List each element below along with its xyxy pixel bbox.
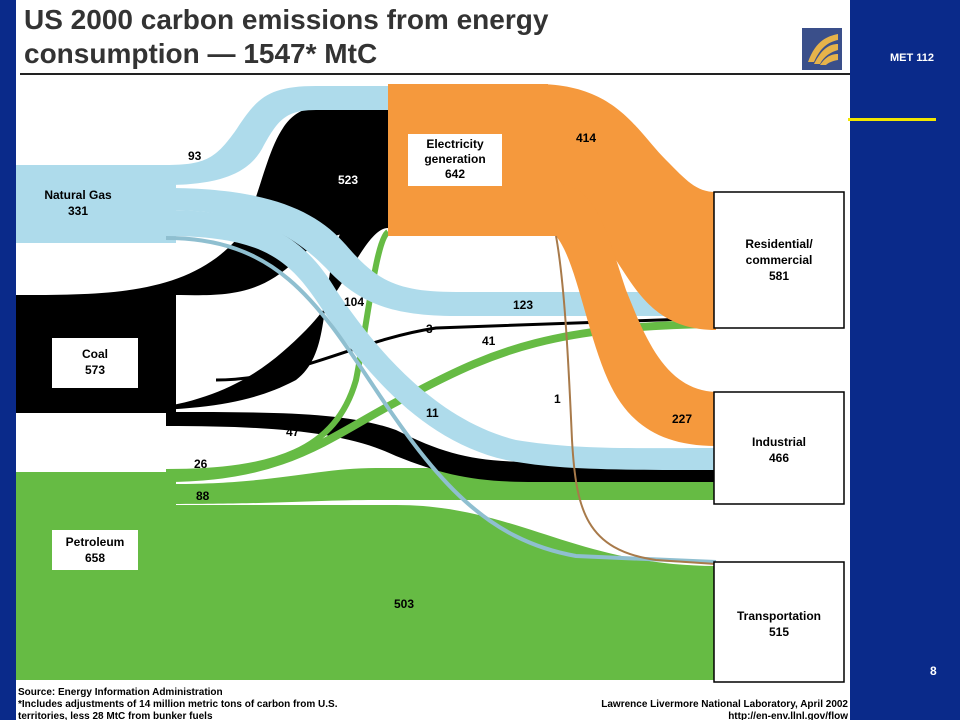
residential-label-line2: commercial — [746, 253, 813, 267]
industrial-label: Industrial — [752, 435, 806, 449]
transportation-label: Transportation — [737, 609, 821, 623]
petroleum-box — [52, 530, 138, 570]
course-label: MET 112 — [889, 52, 935, 64]
page-number: 8 — [930, 664, 937, 678]
electricity-generation-box — [408, 134, 502, 186]
flow-label-pet-res: 41 — [482, 334, 496, 348]
residential-label-line1: Residential/ — [745, 237, 813, 251]
electricity-label-line1: Electricity — [426, 137, 484, 151]
flow-label-gas-res: 123 — [513, 298, 533, 312]
flow-petroleum-transportation — [166, 505, 716, 680]
title-line-2: consumption — 1547* MtC — [24, 38, 377, 69]
flow-electricity-transportation — [555, 235, 717, 565]
transportation-value: 515 — [769, 625, 789, 639]
flow-natural-gas-transportation — [165, 236, 717, 564]
carbon-flow-figure: US 2000 carbon emissions from energy con… — [16, 0, 850, 720]
natural-gas-label: Natural Gas — [44, 188, 112, 202]
coal-label: Coal — [82, 347, 108, 361]
flow-label-gas-trans: 11 — [426, 406, 439, 420]
flow-coal-residential — [215, 316, 717, 382]
natural-gas-box — [20, 180, 136, 230]
flow-label-gas-elec: 93 — [188, 149, 202, 163]
flow-natural-gas-electricity — [166, 86, 388, 185]
flow-electricity-industrial — [388, 184, 716, 446]
residential-value: 581 — [769, 269, 789, 283]
title-line-1: US 2000 carbon emissions from energy — [24, 4, 549, 35]
footnote-area — [16, 684, 850, 720]
flow-label-coal-res: 3 — [426, 322, 433, 336]
footnote-bunker: territories, less 28 MtC from bunker fue… — [18, 711, 213, 720]
flow-diagram: US 2000 carbon emissions from energy con… — [16, 4, 850, 720]
petroleum-label: Petroleum — [66, 535, 125, 549]
industrial-value: 466 — [769, 451, 789, 465]
flow-natural-gas-residential — [166, 188, 716, 316]
flow-natural-gas-industrial — [166, 210, 716, 470]
flow-label-pet-trans: 503 — [394, 597, 414, 611]
flow-label-pet-ind: 88 — [196, 489, 210, 503]
flow-label-pet-elec: 26 — [194, 457, 208, 471]
flow-label-elec-ind: 227 — [672, 412, 692, 426]
flow-label-elec-res: 414 — [576, 131, 596, 145]
footnote-source: Source: Energy Information Administratio… — [18, 687, 223, 698]
footnote-adjustments: *Includes adjustments of 14 million metr… — [18, 699, 338, 710]
petroleum-stream — [16, 472, 176, 680]
coal-value: 573 — [85, 363, 105, 377]
flow-label-elec-trans: 1 — [554, 392, 561, 406]
coal-box — [52, 338, 138, 388]
llnl-logo-icon — [802, 28, 842, 70]
residential-commercial-box — [713, 191, 845, 329]
yellow-rule — [848, 118, 936, 121]
footnote-url[interactable]: http://en-env.llnl.gov/flow — [728, 711, 848, 720]
electricity-label-line2: generation — [424, 152, 485, 166]
flow-label-coal-ind: 47 — [286, 425, 300, 439]
flow-label-coal-elec: 523 — [338, 173, 358, 187]
industrial-box — [713, 391, 845, 505]
electricity-value: 642 — [445, 167, 465, 181]
petroleum-value: 658 — [85, 551, 105, 565]
transportation-box — [713, 561, 845, 683]
footnote-llnl: Lawrence Livermore National Laboratory, … — [601, 699, 848, 710]
natural-gas-value: 331 — [68, 204, 88, 218]
flow-label-gas-ind: 104 — [344, 295, 364, 309]
